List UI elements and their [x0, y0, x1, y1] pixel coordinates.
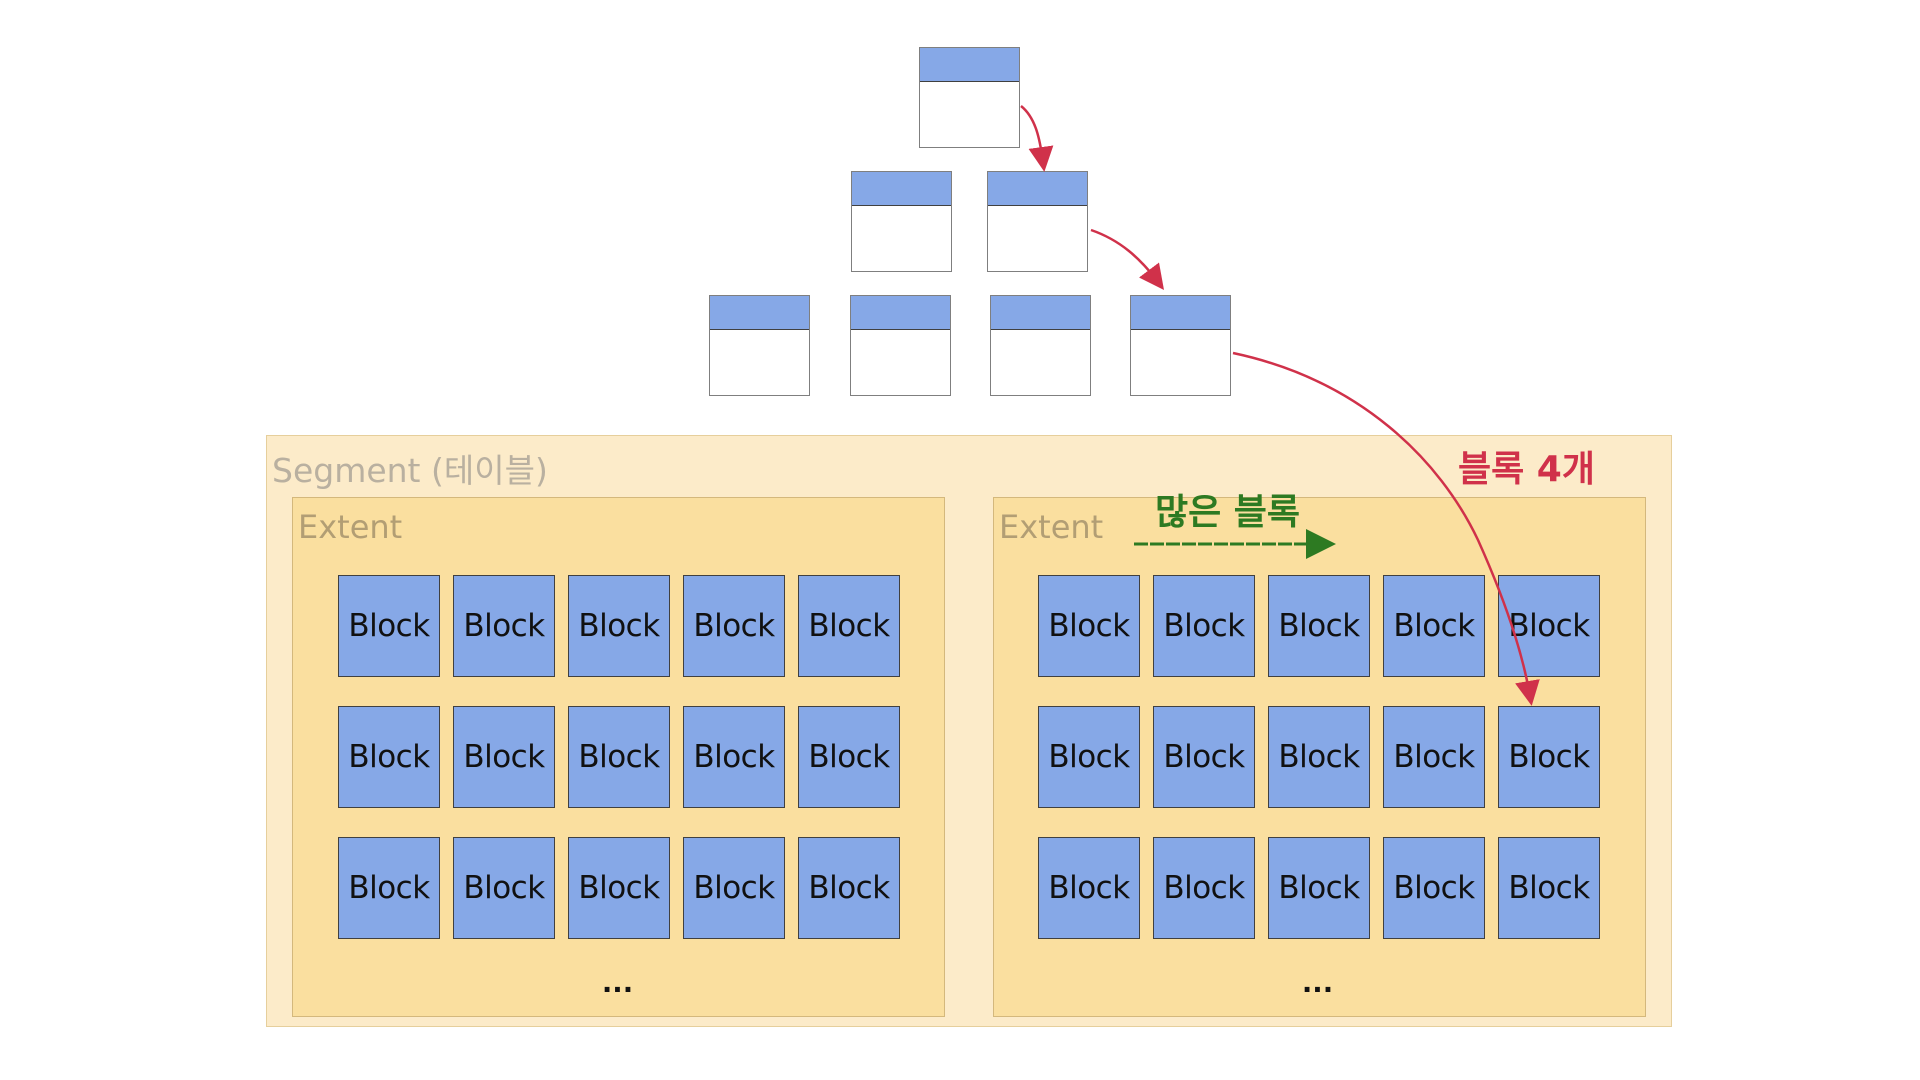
target-block: Block — [1498, 706, 1600, 808]
more-blocks-ellipsis: ... — [602, 962, 634, 1000]
block: Block — [1038, 575, 1140, 677]
more-blocks-ellipsis: ... — [1302, 962, 1334, 1000]
index-leaf-node-2 — [850, 295, 951, 396]
block: Block — [1498, 575, 1600, 677]
block: Block — [798, 706, 900, 808]
red-arrow-leaf-to-block — [1232, 351, 1540, 706]
node-header — [1131, 296, 1230, 330]
extent-2-label: Extent — [999, 508, 1104, 546]
block: Block — [798, 575, 900, 677]
index-leaf-node-4 — [1130, 295, 1231, 396]
red-arrow-branch-to-leaf — [1090, 228, 1165, 290]
node-header — [991, 296, 1090, 330]
block: Block — [453, 706, 555, 808]
block: Block — [683, 575, 785, 677]
block: Block — [1498, 837, 1600, 939]
node-header — [710, 296, 809, 330]
index-leaf-node-1 — [709, 295, 810, 396]
index-branch-node-1 — [851, 171, 952, 272]
block: Block — [683, 706, 785, 808]
block: Block — [568, 706, 670, 808]
block: Block — [338, 575, 440, 677]
block: Block — [1153, 706, 1255, 808]
block: Block — [1383, 575, 1485, 677]
block: Block — [1038, 837, 1140, 939]
block: Block — [1268, 837, 1370, 939]
block: Block — [1383, 837, 1485, 939]
block: Block — [1038, 706, 1140, 808]
index-leaf-node-3 — [990, 295, 1091, 396]
block: Block — [1268, 575, 1370, 677]
block: Block — [1153, 837, 1255, 939]
red-annotation-label: 블록 4개 — [1458, 449, 1595, 490]
block: Block — [338, 706, 440, 808]
node-header — [851, 296, 950, 330]
block: Block — [453, 575, 555, 677]
red-arrow-root-to-branch — [1020, 105, 1054, 172]
segment-label: Segment (테이블) — [272, 451, 548, 490]
node-header — [920, 48, 1019, 82]
index-root-node — [919, 47, 1020, 148]
extent-1-label: Extent — [298, 508, 403, 546]
node-header — [988, 172, 1087, 206]
block: Block — [338, 837, 440, 939]
node-header — [852, 172, 951, 206]
green-annotation-label: 많은 블록 — [1155, 492, 1301, 533]
index-branch-node-2 — [987, 171, 1088, 272]
block: Block — [1383, 706, 1485, 808]
block: Block — [798, 837, 900, 939]
block: Block — [568, 575, 670, 677]
block: Block — [683, 837, 785, 939]
block: Block — [1268, 706, 1370, 808]
block: Block — [568, 837, 670, 939]
block: Block — [1153, 575, 1255, 677]
block: Block — [453, 837, 555, 939]
